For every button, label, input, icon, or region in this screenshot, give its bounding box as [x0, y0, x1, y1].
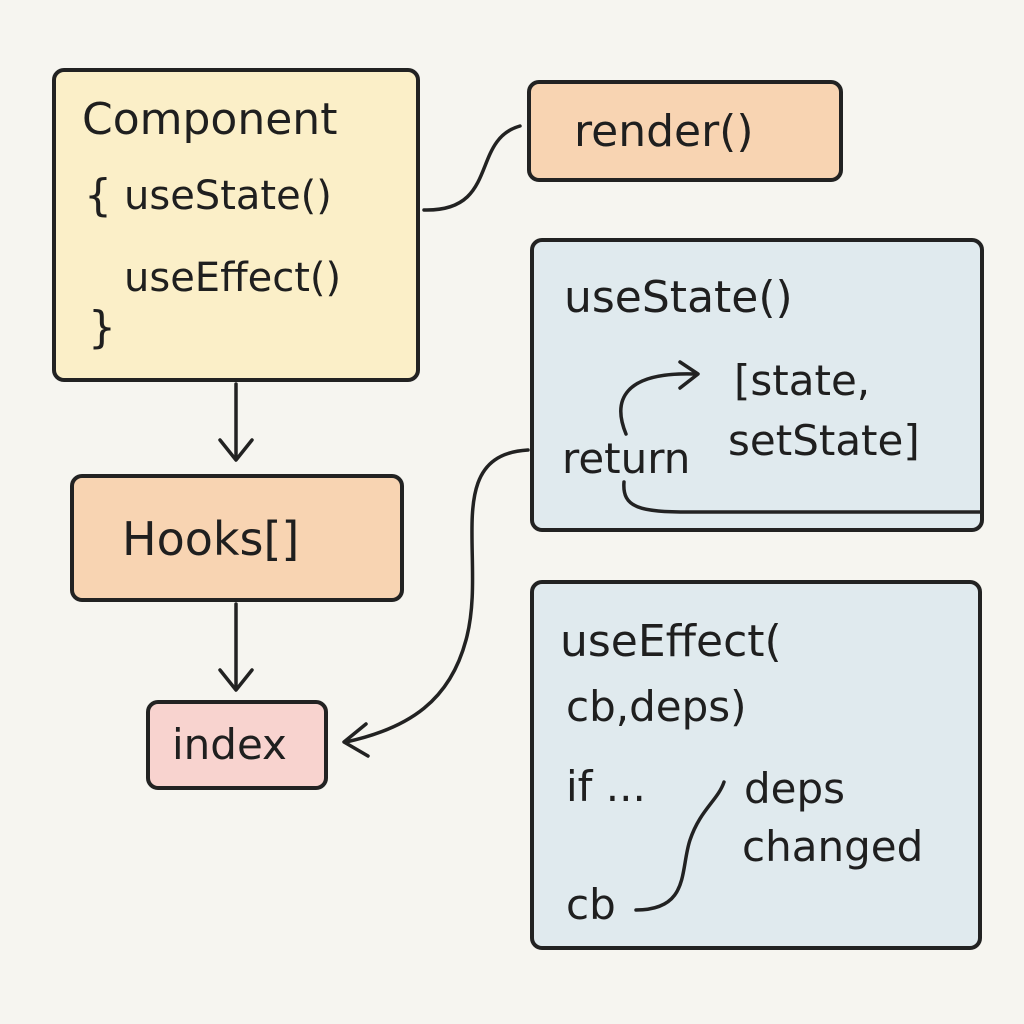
- useeffect-condition-line2: changed: [742, 822, 924, 871]
- component-close-brace: }: [88, 302, 116, 353]
- usestate-return-label: return: [562, 434, 691, 483]
- useeffect-title-line1: useEffect(: [560, 616, 782, 667]
- arrowhead-hooks: [218, 438, 254, 462]
- arrowhead-index: [218, 668, 254, 692]
- component-open-brace: {: [84, 170, 112, 221]
- component-usestate-line: useState(): [124, 173, 332, 219]
- usestate-result-line1: [state,: [734, 356, 871, 405]
- useeffect-condition-line1: deps: [744, 764, 846, 813]
- component-useeffect-line: useEffect(): [124, 255, 342, 301]
- render-box: [527, 80, 843, 182]
- hooks-label: Hooks[]: [122, 512, 300, 566]
- usestate-result-line2: setState]: [728, 416, 920, 465]
- arrowhead-index-left: [342, 722, 370, 758]
- useeffect-title-line2: cb,deps): [566, 682, 747, 731]
- component-box: [52, 68, 420, 382]
- index-box: [146, 700, 328, 790]
- useeffect-cb-label: cb: [566, 880, 616, 929]
- connector-component-to-render: [422, 124, 522, 212]
- useeffect-if-label: if ...: [566, 762, 646, 811]
- component-title: Component: [82, 94, 338, 145]
- render-label: render(): [574, 106, 754, 157]
- useeffect-box: [530, 580, 982, 950]
- usestate-title: useState(): [564, 272, 793, 323]
- index-label: index: [172, 720, 287, 769]
